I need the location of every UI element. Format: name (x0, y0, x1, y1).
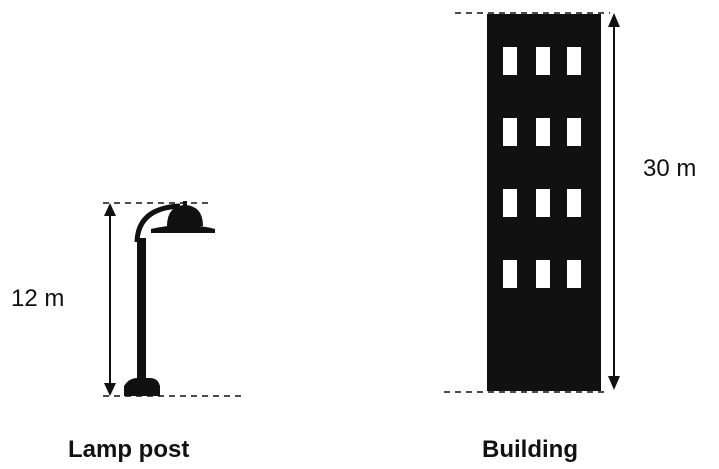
building-window (536, 47, 550, 75)
lamp-height-arrow (104, 203, 116, 396)
building-window (503, 47, 517, 75)
building-window (503, 260, 517, 288)
lamp-height-label: 12 m (11, 285, 65, 312)
building-window (536, 189, 550, 217)
building-window (536, 118, 550, 146)
building-window (567, 189, 581, 217)
building-window (567, 47, 581, 75)
building-window (536, 260, 550, 288)
lamp-post-caption: Lamp post (68, 436, 190, 463)
lamp-post-silhouette (124, 201, 215, 396)
building-height-arrow (608, 13, 620, 390)
building-window (503, 189, 517, 217)
building-window (503, 118, 517, 146)
building-window (567, 260, 581, 288)
building-height-label: 30 m (643, 155, 697, 182)
building-caption: Building (482, 436, 578, 463)
building-window (567, 118, 581, 146)
building-windows (503, 47, 581, 288)
